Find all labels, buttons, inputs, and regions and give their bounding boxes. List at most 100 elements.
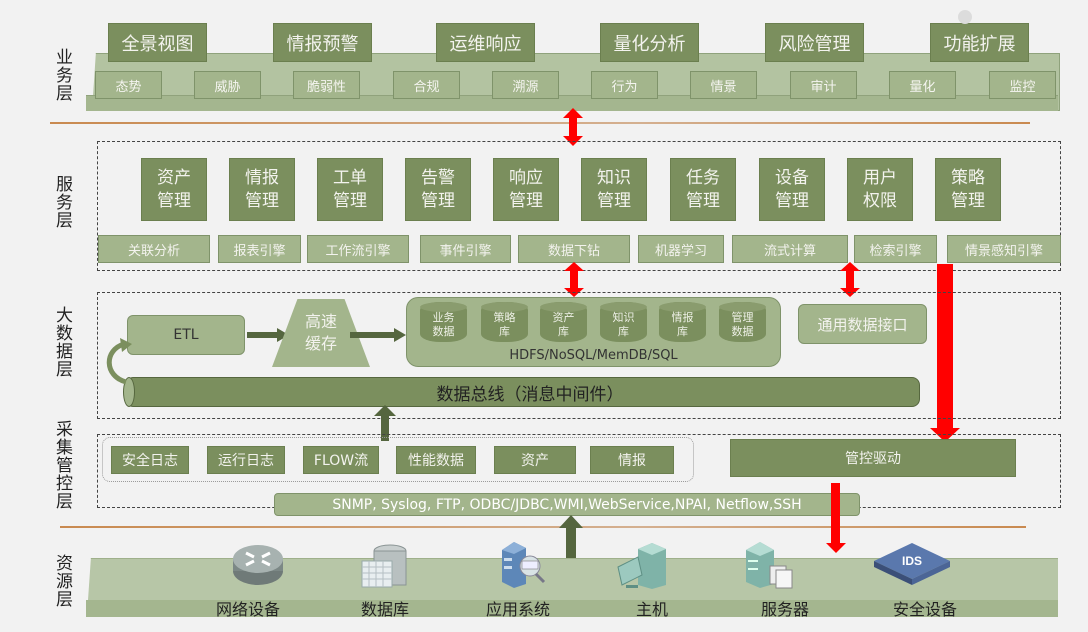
service-module-label: 管理 [597, 190, 631, 211]
business-sub-item: 量化 [889, 71, 956, 99]
arrow-down-icon [826, 483, 846, 553]
double-arrow-icon [563, 108, 583, 146]
protocols-bar: SNMP, Syslog, FTP, ODBC/JDBC,WMI,WebServ… [274, 493, 860, 516]
service-module-label: 管理 [421, 190, 455, 211]
service-module-label: 响应 [509, 167, 543, 188]
data-bus-end [123, 377, 135, 407]
web-server-icon [502, 542, 546, 588]
separator-line [60, 526, 1026, 528]
service-module-label: 任务 [686, 167, 720, 188]
service-module: 设备管理 [759, 158, 825, 221]
data-store-label: 策略 [493, 311, 516, 324]
data-store-cylinder: 情报库 [659, 302, 706, 342]
layer-label-business: 业务层 [52, 48, 72, 102]
server-icon [746, 542, 793, 589]
data-store-label: 知识 [612, 311, 635, 324]
double-arrow-icon [564, 262, 584, 297]
data-store-cylinder: 业务数据 [420, 302, 467, 342]
collection-source: FLOW流 [303, 446, 379, 474]
long-down-arrow-icon [930, 264, 960, 442]
service-module-label: 管理 [775, 190, 809, 211]
bigdata-layer-frame [97, 292, 1061, 419]
service-module-label: 用户 [863, 167, 897, 188]
collection-source: 运行日志 [207, 446, 285, 474]
data-store-label: 情报 [671, 311, 694, 324]
data-bus [127, 377, 920, 407]
service-module-label: 工单 [333, 167, 367, 188]
service-module-label: 管理 [509, 190, 543, 211]
service-module-label: 管理 [686, 190, 720, 211]
collection-source: 安全日志 [111, 446, 189, 474]
arrow-up-icon [374, 405, 396, 441]
business-platform-base [86, 95, 1058, 111]
data-store-label: 库 [677, 325, 688, 338]
router-icon [233, 545, 283, 585]
ids-label: IDS [902, 554, 922, 568]
service-module-label: 管理 [157, 190, 191, 211]
resource-platform-base [86, 600, 1058, 617]
proto-text: SNMP, Syslog, FTP, ODBC/JDBC,WMI,WebServ… [332, 496, 802, 513]
arrow-right-icon [247, 328, 289, 342]
resource-label: 服务器 [760, 600, 809, 619]
collection-sources-group [102, 437, 694, 482]
double-arrow-icon [840, 262, 860, 297]
resource-label: 网络设备 [215, 600, 280, 619]
business-sub-item: 监控 [989, 71, 1056, 99]
ctrl-text: 管控驱动 [845, 451, 901, 467]
database-icon [361, 544, 407, 588]
host-computer-icon [617, 543, 666, 589]
loop-arrow-icon [106, 338, 132, 385]
service-module-label: 设备 [775, 167, 809, 188]
business-module: 风险管理 [765, 23, 864, 62]
service-module: 响应管理 [493, 158, 559, 221]
service-module: 告警管理 [405, 158, 471, 221]
business-module: 功能扩展 [930, 23, 1029, 62]
decorative-dot [958, 10, 972, 24]
service-module: 资产管理 [141, 158, 207, 221]
etl-box: ETL [127, 315, 245, 355]
service-module: 任务管理 [670, 158, 736, 221]
control-driver-box: 管控驱动 [730, 439, 1016, 477]
storage-tech-label: HDFS/NoSQL/MemDB/SQL [406, 345, 781, 365]
data-store-cylinder: 管理数据 [719, 302, 766, 342]
service-engine: 关联分析 [98, 235, 210, 263]
data-store-label: 业务 [432, 311, 455, 324]
service-module: 用户权限 [847, 158, 913, 221]
data-store-label: 库 [558, 325, 569, 338]
storage-cluster [406, 297, 781, 367]
api-text: 通用数据接口 [817, 315, 908, 334]
business-sub-item: 合规 [393, 71, 460, 99]
service-engine: 工作流引擎 [307, 235, 409, 263]
service-module-label: 告警 [421, 167, 455, 188]
business-module: 情报预警 [273, 23, 372, 62]
business-sub-item: 行为 [591, 71, 658, 99]
data-store-label: 数据 [731, 325, 754, 338]
business-sub-item: 情景 [690, 71, 757, 99]
etl-text: ETL [173, 327, 199, 343]
business-module: 运维响应 [436, 23, 535, 62]
collection-source: 资产 [494, 446, 576, 474]
service-module: 工单管理 [317, 158, 383, 221]
layer-label-resource: 资源层 [52, 554, 72, 608]
cache0-text: 高速 [304, 312, 337, 331]
service-engine: 事件引擎 [420, 235, 511, 263]
data-store-cylinder: 资产库 [540, 302, 587, 342]
arrow-up-icon [559, 515, 583, 561]
service-module-label: 策略 [951, 167, 985, 188]
business-module: 量化分析 [600, 23, 699, 62]
service-engine: 情景感知引擎 [947, 235, 1061, 263]
service-module-label: 权限 [863, 190, 897, 211]
data-store-label: 库 [499, 325, 510, 338]
service-module-label: 管理 [951, 190, 985, 211]
service-module: 知识管理 [581, 158, 647, 221]
collection-source: 性能数据 [396, 446, 476, 474]
data-store-cylinder: 知识库 [600, 302, 647, 342]
resource-label: 数据库 [360, 600, 409, 619]
service-engine: 流式计算 [732, 235, 848, 263]
tech-text: HDFS/NoSQL/MemDB/SQL [509, 347, 678, 363]
data-api-box: 通用数据接口 [798, 304, 927, 344]
data-store-cylinder: 策略库 [481, 302, 528, 342]
service-engine: 报表引擎 [218, 235, 301, 263]
data-store-label: 库 [618, 325, 629, 338]
layer-label-collection: 采集管控层 [52, 420, 72, 510]
